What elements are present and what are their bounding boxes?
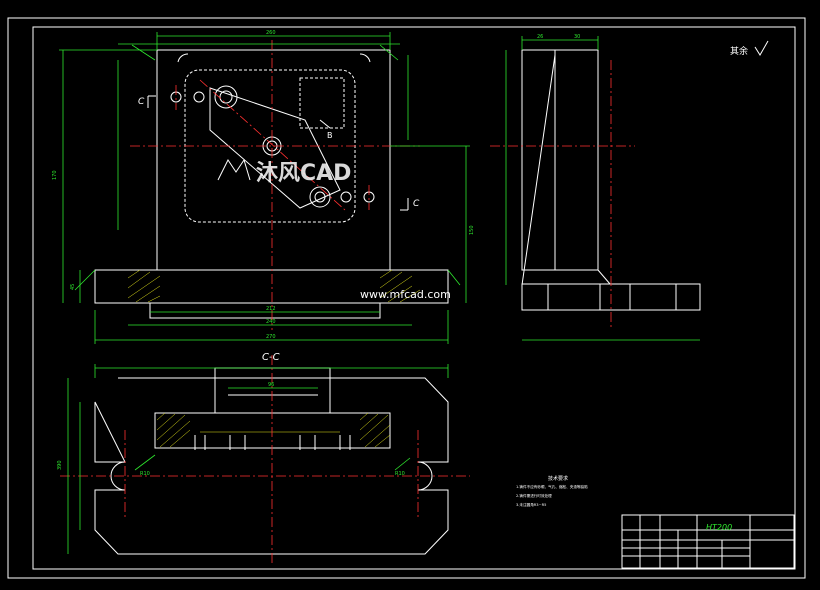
crank-arm bbox=[209, 87, 341, 209]
tech-req-title: 技术要求 bbox=[548, 475, 568, 482]
dim-section-inner: 96 bbox=[268, 382, 274, 388]
section-dimensions: 390 96 R10 R10 bbox=[57, 364, 449, 554]
section-hatch bbox=[156, 412, 391, 448]
dim-inner-width: 240 bbox=[266, 319, 276, 325]
hole-lower bbox=[309, 186, 331, 208]
title-block: HT200 bbox=[621, 514, 795, 569]
tech-req-2: 2.铸件需进行时效处理 bbox=[516, 493, 552, 498]
dim-radius-left: R10 bbox=[140, 471, 150, 477]
front-base-hatch bbox=[127, 269, 421, 303]
dim-side-top: 30 bbox=[574, 34, 580, 40]
section-boss bbox=[214, 367, 331, 414]
detail-b-label: B bbox=[327, 131, 333, 140]
slot-right bbox=[417, 461, 433, 491]
side-dimensions: 26 30 bbox=[505, 34, 700, 341]
dim-base-height: 45 bbox=[70, 284, 76, 290]
front-base bbox=[94, 269, 449, 304]
section-cc-view: C-C 390 96 R10 R10 bbox=[57, 352, 470, 565]
side-upper-body bbox=[521, 49, 599, 271]
bolt-hole-left-2 bbox=[193, 91, 205, 103]
dim-right-height: 150 bbox=[469, 225, 475, 235]
dim-base-width: 270 bbox=[266, 334, 276, 340]
watermark: 沐风CAD www.mfcad.com bbox=[217, 158, 451, 301]
outer-border bbox=[7, 17, 806, 579]
slot-left bbox=[110, 461, 126, 491]
material-label: HT200 bbox=[706, 523, 732, 532]
cut-label-right: C bbox=[413, 199, 420, 209]
roughness-symbol-icon bbox=[754, 40, 769, 56]
section-outline bbox=[94, 377, 449, 555]
mf-logo-icon bbox=[217, 158, 251, 181]
dim-top-width: 260 bbox=[266, 30, 276, 36]
detail-b-frame bbox=[299, 77, 345, 129]
front-view: B C C 260 270 240 212 170 bbox=[52, 30, 475, 344]
tech-req-3: 3.未注圆角R3~R5 bbox=[516, 502, 546, 507]
dim-section-width: 390 bbox=[57, 460, 63, 470]
dim-left-height: 170 bbox=[52, 170, 58, 180]
cut-label-left: C bbox=[138, 97, 145, 107]
hole-upper bbox=[214, 85, 238, 109]
tech-req-1: 1.铸件不应有砂眼、气孔、缩松、夹渣等缺陷 bbox=[516, 484, 588, 489]
dim-radius-right: R10 bbox=[395, 471, 405, 477]
front-base-slot bbox=[149, 303, 381, 319]
technical-requirements: 技术要求 1.铸件不应有砂眼、气孔、缩松、夹渣等缺陷 2.铸件需进行时效处理 3… bbox=[516, 475, 588, 507]
roughness-note: 其余 bbox=[730, 45, 748, 57]
dim-side-width: 26 bbox=[537, 34, 543, 40]
side-view: 26 30 bbox=[490, 34, 701, 341]
bolt-hole-right-1 bbox=[340, 191, 352, 203]
front-dimensions: 260 270 240 212 170 150 45 bbox=[52, 30, 475, 344]
inner-border bbox=[32, 26, 796, 570]
section-body bbox=[154, 412, 391, 449]
dim-lower-width: 212 bbox=[266, 306, 276, 312]
side-rib bbox=[521, 54, 556, 286]
section-cc-label: C-C bbox=[262, 352, 280, 363]
watermark-url: www.mfcad.com bbox=[360, 288, 451, 301]
side-base bbox=[521, 283, 701, 311]
watermark-brand: 沐风CAD bbox=[256, 161, 351, 186]
